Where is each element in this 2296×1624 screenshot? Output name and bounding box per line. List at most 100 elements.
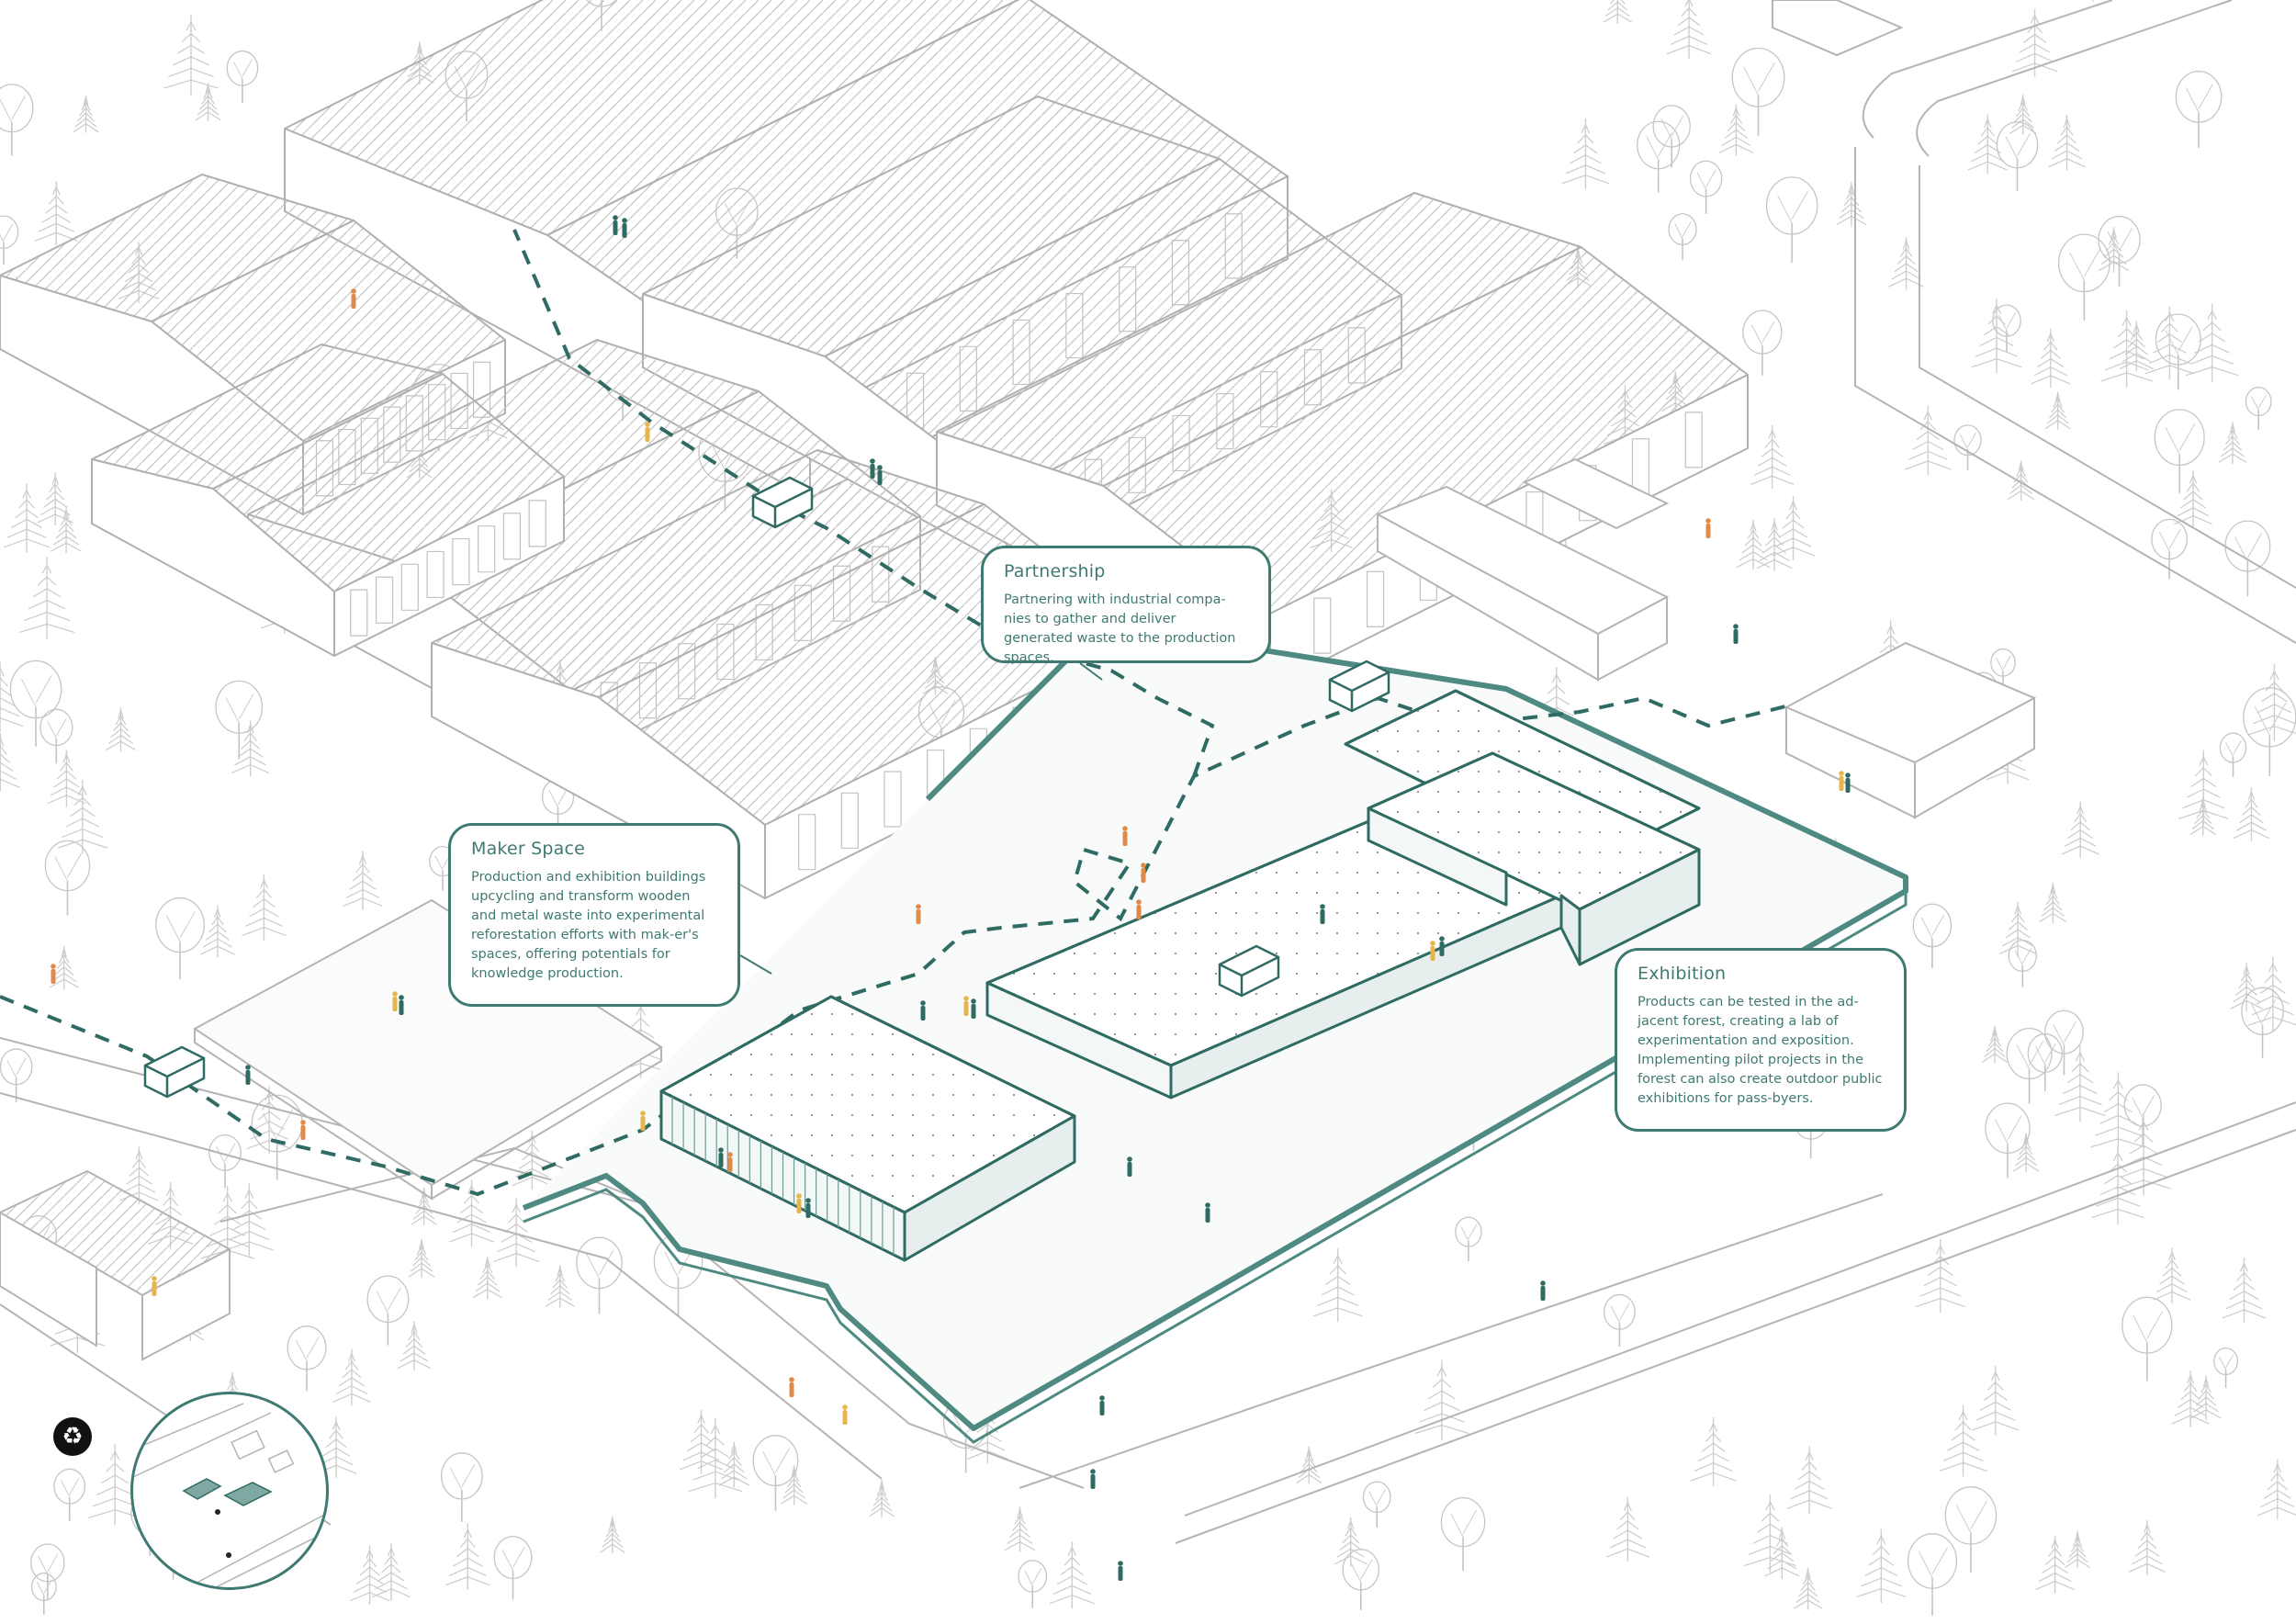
- tree: [2144, 306, 2195, 380]
- tree: [688, 1417, 743, 1499]
- person-figure: [870, 458, 875, 479]
- tree: [440, 1452, 483, 1522]
- person-figure: [718, 1147, 724, 1167]
- tree: [224, 1183, 274, 1257]
- maker-space-callout: Maker Space Production and exhibition bu…: [448, 823, 740, 1007]
- tree: [332, 1348, 371, 1406]
- person-figure: [971, 998, 976, 1019]
- tree: [1603, 1293, 1636, 1348]
- person-figure: [920, 1000, 926, 1021]
- tree: [2054, 1045, 2106, 1122]
- person-figure: [1733, 624, 1739, 644]
- maker-space-building: [659, 995, 1076, 1262]
- maker-space-title: Maker Space: [471, 839, 586, 859]
- tree: [2098, 227, 2130, 273]
- tree: [2122, 1296, 2173, 1382]
- tree: [1561, 118, 1610, 189]
- tree: [512, 1130, 553, 1190]
- tree: [2241, 987, 2284, 1058]
- tree: [1652, 105, 1691, 168]
- tree: [226, 50, 259, 103]
- person-figure: [877, 465, 883, 485]
- tree: [199, 905, 235, 958]
- person-figure: [963, 996, 969, 1016]
- tree: [1996, 121, 2039, 191]
- tree: [1668, 213, 1697, 261]
- tree: [2011, 8, 2058, 77]
- tree: [57, 780, 107, 854]
- person-figure: [645, 422, 650, 442]
- tree: [1744, 1494, 1796, 1573]
- tree: [2153, 1247, 2191, 1304]
- tree: [242, 874, 287, 941]
- tree: [30, 1573, 57, 1615]
- tree: [2248, 664, 2296, 741]
- tree: [343, 851, 383, 910]
- tree: [1342, 1549, 1380, 1611]
- person-figure: [796, 1193, 802, 1213]
- tree: [9, 660, 62, 747]
- tree: [1998, 901, 2037, 958]
- person-figure: [916, 904, 921, 924]
- tree: [2190, 1375, 2222, 1420]
- tree: [1912, 903, 1953, 968]
- tree: [780, 1465, 808, 1506]
- tree: [2119, 321, 2154, 372]
- person-figure: [1141, 863, 1146, 883]
- tree: [2065, 1530, 2090, 1569]
- tree: [2044, 391, 2071, 430]
- tree: [869, 1480, 895, 1517]
- person-figure: [622, 218, 627, 238]
- tree: [1690, 1417, 1737, 1486]
- tree: [1362, 1481, 1391, 1528]
- tree: [472, 1256, 502, 1300]
- warehouse: [91, 344, 565, 657]
- tree: [1440, 1496, 1486, 1572]
- tree: [680, 1409, 724, 1474]
- tree: [2245, 386, 2272, 430]
- person-figure: [51, 964, 56, 984]
- tree: [445, 1523, 490, 1591]
- partnership-body: Partnering with industrial compa-nies to…: [1004, 592, 1236, 665]
- road-network: [0, 0, 2296, 1544]
- tree: [1756, 518, 1793, 571]
- delivery-van: [1218, 944, 1280, 998]
- tree: [2233, 787, 2270, 841]
- tree: [576, 1236, 623, 1314]
- tree: [371, 1543, 411, 1601]
- person-figure: [399, 995, 404, 1015]
- person-figure: [1127, 1156, 1132, 1177]
- tree: [2027, 1032, 2063, 1092]
- tree: [2174, 470, 2212, 528]
- tree: [545, 1265, 575, 1308]
- person-figure: [1205, 1202, 1210, 1223]
- tree: [1689, 160, 1723, 215]
- tree: [2044, 1009, 2084, 1076]
- exhibition-body: Products can be tested in the ad-jacent …: [1638, 995, 1883, 1106]
- delivery-van: [1328, 660, 1390, 713]
- keymap-drawing: [133, 1403, 326, 1587]
- tree: [1786, 1446, 1832, 1514]
- tree: [1772, 496, 1815, 560]
- tree: [315, 1416, 357, 1478]
- tree: [493, 1536, 533, 1600]
- tree: [53, 1468, 86, 1521]
- office-block: [1375, 0, 2037, 819]
- tree: [2247, 956, 2296, 1032]
- tree: [2098, 215, 2141, 287]
- tree: [493, 1198, 540, 1268]
- tree: [1944, 1486, 1998, 1573]
- person-figure: [613, 215, 618, 235]
- site-people: [51, 215, 1851, 1581]
- tree: [3, 483, 51, 553]
- delivery-van: [751, 476, 814, 529]
- tree: [1907, 1533, 1958, 1616]
- person-figure: [805, 1198, 811, 1218]
- tree: [2008, 939, 2037, 987]
- tree: [18, 557, 75, 640]
- tree: [1972, 1365, 2020, 1436]
- tree: [1939, 1404, 1987, 1477]
- person-figure: [152, 1276, 157, 1296]
- tree: [2039, 882, 2067, 923]
